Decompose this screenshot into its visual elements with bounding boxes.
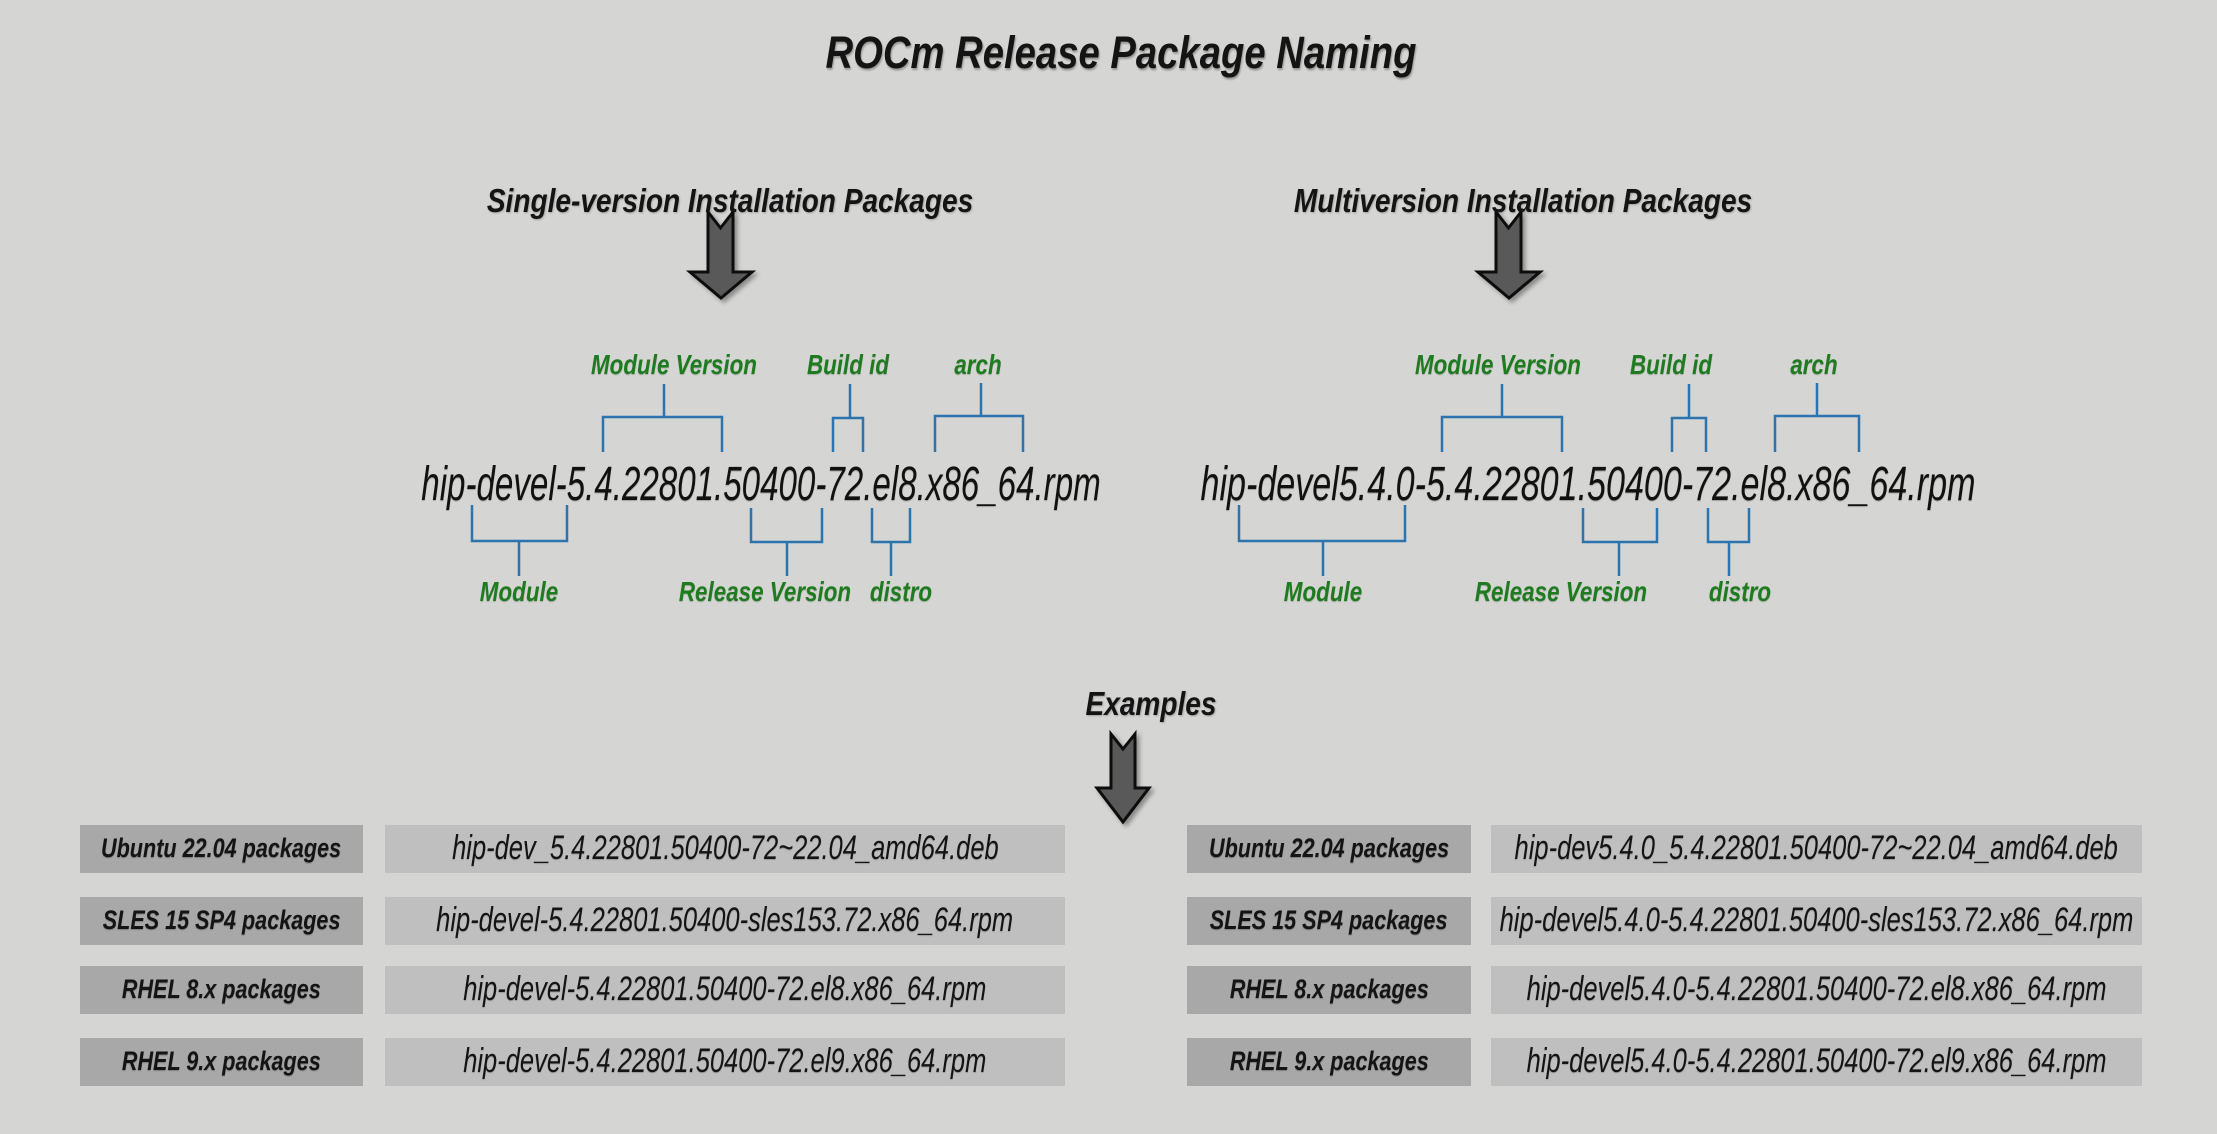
single-build-id-label: Build id [806,349,890,380]
examples-down-arrow-icon [1093,729,1153,825]
multi-row-rhel8-label: RHEL 8.x packages [1187,966,1471,1014]
multiversion-down-arrow-icon [1473,207,1545,300]
multi-row-ubuntu-label: Ubuntu 22.04 packages [1187,825,1471,873]
single-distro-label: distro [869,576,933,607]
single-row-ubuntu-value: hip-dev_5.4.22801.50400-72~22.04_amd64.d… [385,825,1065,873]
single-module-label: Module [479,576,559,607]
examples-heading: Examples [1085,685,1217,722]
multi-row-rhel9-value: hip-devel5.4.0-5.4.22801.50400-72.el9.x8… [1491,1038,2142,1086]
multi-row-sles-value: hip-devel5.4.0-5.4.22801.50400-sles153.7… [1491,897,2142,945]
multiversion-heading: Multiversion Installation Packages [1293,182,1753,219]
single-version-package-name: hip-devel-5.4.22801.50400-72.el8.x86_64.… [421,458,1101,511]
single-row-rhel9-label: RHEL 9.x packages [80,1038,363,1086]
single-version-down-arrow-icon [685,207,757,300]
multi-module-version-label: Module Version [1415,349,1581,380]
multi-row-ubuntu-value: hip-dev5.4.0_5.4.22801.50400-72~22.04_am… [1491,825,2142,873]
single-row-rhel9-value: hip-devel-5.4.22801.50400-72.el9.x86_64.… [385,1038,1065,1086]
single-version-heading: Single-version Installation Packages [486,182,974,219]
multi-module-label: Module [1283,576,1363,607]
single-row-ubuntu-label: Ubuntu 22.04 packages [80,825,363,873]
single-release-version-label: Release Version [678,576,852,607]
multi-build-id-label: Build id [1629,349,1713,380]
single-row-rhel8-value: hip-devel-5.4.22801.50400-72.el8.x86_64.… [385,966,1065,1014]
single-row-sles-value: hip-devel-5.4.22801.50400-sles153.72.x86… [385,897,1065,945]
multi-distro-label: distro [1708,576,1772,607]
single-row-rhel8-label: RHEL 8.x packages [80,966,363,1014]
multi-row-sles-label: SLES 15 SP4 packages [1187,897,1471,945]
page-title: ROCm Release Package Naming [825,27,1417,78]
multiversion-package-name: hip-devel5.4.0-5.4.22801.50400-72.el8.x8… [1200,458,1976,511]
single-module-version-label: Module Version [591,349,757,380]
multi-row-rhel9-label: RHEL 9.x packages [1187,1038,1471,1086]
single-arch-label: arch [954,349,1002,380]
multi-release-version-label: Release Version [1474,576,1648,607]
multi-arch-label: arch [1790,349,1838,380]
multi-row-rhel8-value: hip-devel5.4.0-5.4.22801.50400-72.el8.x8… [1491,966,2142,1014]
single-row-sles-label: SLES 15 SP4 packages [80,897,363,945]
